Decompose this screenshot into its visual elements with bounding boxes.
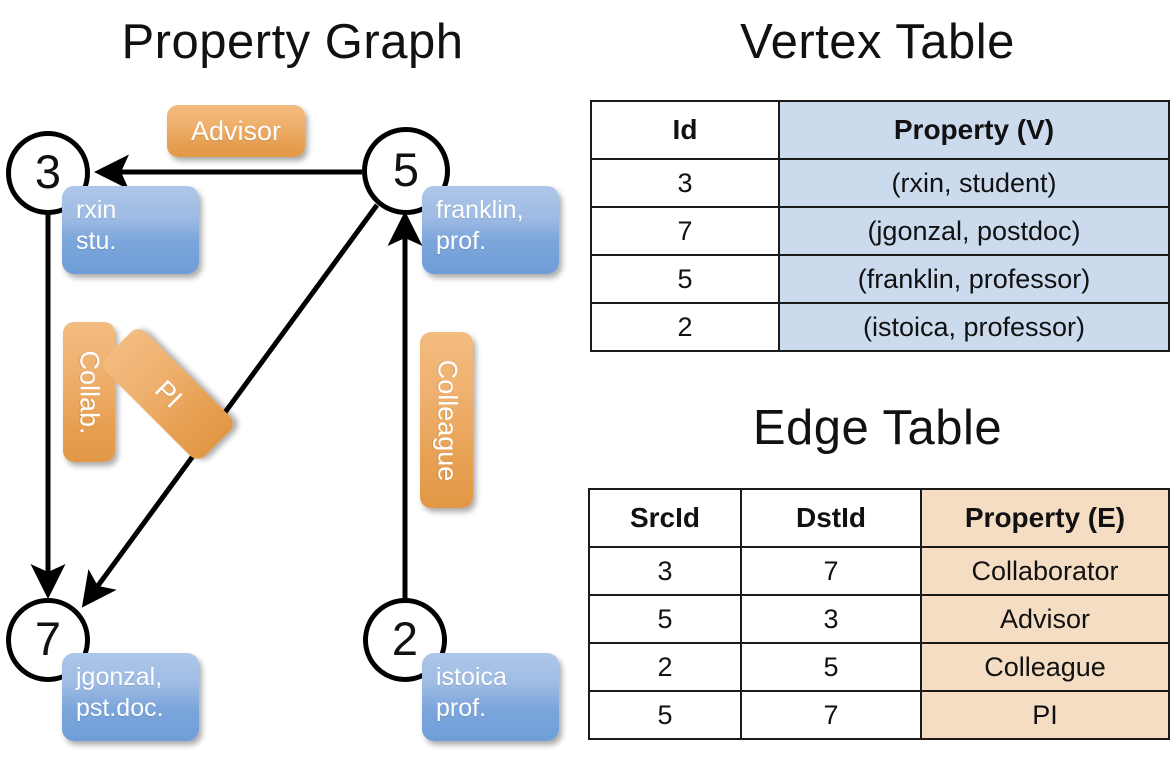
- edge-label-advisor-text: Advisor: [190, 115, 282, 146]
- edge-table-header-row: SrcId DstId Property (E): [588, 488, 1170, 548]
- edge-label-colleague[interactable]: Colleague: [420, 332, 473, 508]
- table-row: 7 (jgonzal, postdoc): [590, 206, 1170, 256]
- table-row: 2 (istoica, professor): [590, 302, 1170, 352]
- table-row: 5 (franklin, professor): [590, 254, 1170, 304]
- edge-srcid-cell: 5: [588, 690, 742, 740]
- table-row: 3 7 Collaborator: [588, 546, 1170, 596]
- node-3-property-line-1: rxin: [76, 196, 117, 224]
- node-3-property-box[interactable]: rxin stu.: [62, 186, 199, 274]
- edge-property-cell: Colleague: [920, 642, 1170, 692]
- edge-table: SrcId DstId Property (E) 3 7 Collaborato…: [588, 488, 1170, 740]
- node-5-property-line-2: prof.: [436, 226, 487, 255]
- graph-node-7-label: 7: [34, 611, 62, 665]
- vertex-property-cell: (jgonzal, postdoc): [778, 206, 1170, 256]
- edge-property-cell: PI: [920, 690, 1170, 740]
- edge-srcid-cell: 2: [588, 642, 742, 692]
- node-2-property-line-1: istoica: [436, 663, 507, 691]
- page-title-vertex-table: Vertex Table: [740, 15, 1015, 69]
- edge-property-cell: Collaborator: [920, 546, 1170, 596]
- node-7-property-line-1: jgonzal,: [76, 663, 163, 691]
- edge-srcid-cell: 5: [588, 594, 742, 644]
- node-2-property-box[interactable]: istoica prof.: [422, 653, 559, 741]
- node-7-property-line-2: pst.doc.: [76, 693, 164, 722]
- vertex-table: Id Property (V) 3 (rxin, student) 7 (jgo…: [590, 100, 1170, 352]
- edge-dstid-cell: 5: [740, 642, 922, 692]
- edge-label-collab-text: Collab.: [74, 349, 105, 435]
- graph-node-3-label: 3: [34, 144, 62, 198]
- edge-table-header-srcid: SrcId: [588, 488, 742, 548]
- vertex-table-header-id: Id: [590, 100, 780, 160]
- graph-node-2[interactable]: 2: [363, 598, 447, 682]
- edge-label-colleague-text: Colleague: [432, 359, 462, 481]
- edge-srcid-cell: 3: [588, 546, 742, 596]
- graph-node-2-label: 2: [391, 611, 419, 665]
- edge-property-cell: Advisor: [920, 594, 1170, 644]
- vertex-id-cell: 5: [590, 254, 780, 304]
- page-title-property-graph: Property Graph: [121, 15, 464, 69]
- edge-label-pi-text: PI: [148, 374, 188, 414]
- node-7-property-box[interactable]: jgonzal, pst.doc.: [62, 653, 199, 741]
- vertex-property-cell: (rxin, student): [778, 158, 1170, 208]
- vertex-id-cell: 7: [590, 206, 780, 256]
- table-row: 3 (rxin, student): [590, 158, 1170, 208]
- edge-table-header-property: Property (E): [920, 488, 1170, 548]
- vertex-id-cell: 3: [590, 158, 780, 208]
- vertex-table-header-property: Property (V): [778, 100, 1170, 160]
- node-3-property-line-2: stu.: [76, 226, 117, 255]
- graph-node-5-label: 5: [392, 142, 420, 196]
- property-graph-diagram: 3 5 7 2 rxin stu. franklin, prof. jgonza…: [6, 105, 559, 741]
- vertex-table-header-row: Id Property (V): [590, 100, 1170, 160]
- node-2-property-line-2: prof.: [436, 693, 487, 722]
- edge-dstid-cell: 3: [740, 594, 922, 644]
- graph-edges-svg: [30, 154, 423, 608]
- table-row: 2 5 Colleague: [588, 642, 1170, 692]
- edge-dstid-cell: 7: [740, 546, 922, 596]
- vertex-property-cell: (istoica, professor): [778, 302, 1170, 352]
- edge-dstid-cell: 7: [740, 690, 922, 740]
- edge-table-header-dstid: DstId: [740, 488, 922, 548]
- edge-label-collab[interactable]: Collab.: [63, 322, 115, 462]
- node-5-property-line-1: franklin,: [436, 196, 524, 224]
- page-title-edge-table: Edge Table: [752, 401, 1003, 455]
- edge-5-to-7-pi: [81, 203, 380, 608]
- table-row: 5 7 PI: [588, 690, 1170, 740]
- table-row: 5 3 Advisor: [588, 594, 1170, 644]
- edge-label-advisor[interactable]: Advisor: [167, 105, 305, 157]
- vertex-property-cell: (franklin, professor): [778, 254, 1170, 304]
- node-5-property-box[interactable]: franklin, prof.: [422, 186, 559, 274]
- vertex-id-cell: 2: [590, 302, 780, 352]
